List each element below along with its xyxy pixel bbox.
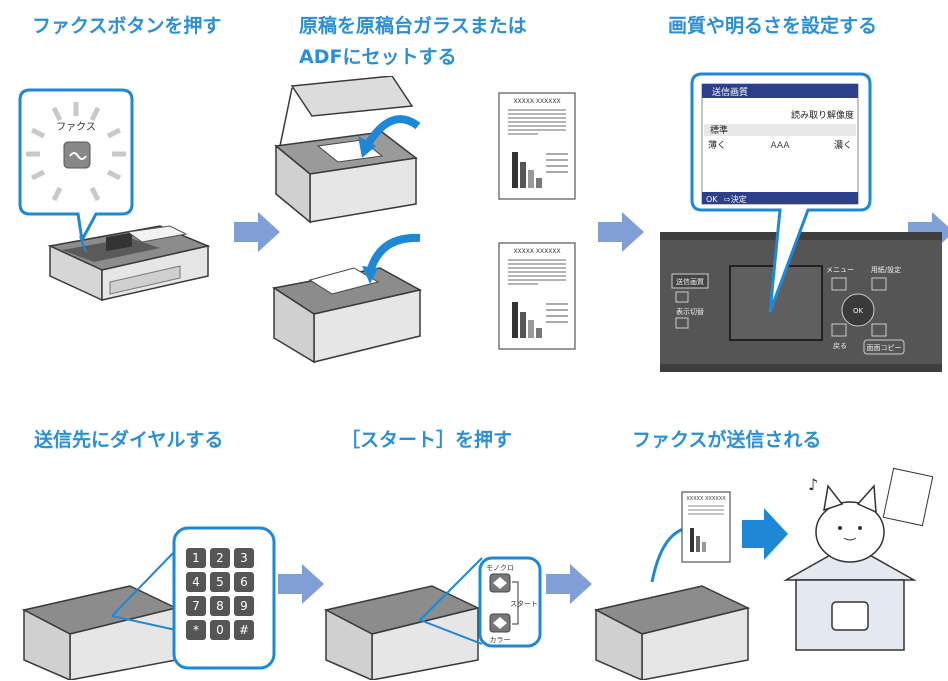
lcd-footer [702,192,858,204]
keypad-key[interactable]: 8 [210,596,230,616]
printer-icon [47,225,211,302]
lcd-dark-label: 濃く [834,139,852,151]
fax-sent-illustration: XXXXX XXXXXX ♪ [593,467,934,680]
keypad-key[interactable]: 2 [210,548,230,568]
flow-arrow-icon [278,564,324,604]
step2-title-line1: 原稿を原稿台ガラスまたは [299,15,527,37]
lcd-header [702,84,858,98]
step5-title: ［スタート］を押す [341,429,513,451]
printer-start-illustration [323,557,483,680]
keypad-key[interactable]: * [186,620,206,640]
lcd-light-label: 薄く [708,139,726,151]
document-icon: XXXXX XXXXXX [498,242,576,350]
document-icon: XXXXX XXXXXX [498,92,576,200]
color-label: カラー [490,636,511,644]
start-label: スタート [510,599,538,608]
document-header: XXXXX XXXXXX [513,98,560,105]
flow-arrow-icon [546,564,592,604]
music-note-icon: ♪ [808,475,818,494]
mono-label: モノクロ [486,564,514,572]
lcd-callout: 送信画質 読み取り解像度 標準 薄く AAA 濃く OK ⇨決定 [690,72,872,313]
quality-button-label: 送信画質 [676,277,704,286]
keypad-key[interactable]: # [234,620,254,640]
document-header: XXXXX XXXXXX [686,496,726,502]
lcd-confirm-label: ⇨決定 [724,194,747,204]
flow-arrow-icon [598,212,644,252]
printer-fax-button-illustration: ファクス [18,88,211,302]
keypad-key[interactable]: 1 [186,548,206,568]
flow-arrow-icon [234,212,280,252]
paper-settings-label: 用紙/設定 [871,265,901,274]
step6-title: ファクスが送信される [632,429,822,451]
document-header: XXXXX XXXXXX [513,248,560,255]
fax-button-label: ファクス [56,121,96,133]
adf-illustration [272,233,423,364]
keypad-key[interactable]: 5 [210,572,230,592]
keypad-key[interactable]: 0 [210,620,230,640]
ok-button-label: OK [853,307,864,315]
send-arrow-icon [742,508,788,560]
step3-title: 画質や明るさを設定する [668,15,878,37]
start-button-callout: モノクロ スタート カラー [478,556,542,648]
lcd-title: 送信画質 [712,86,748,98]
keypad: 1 2 3 4 5 6 7 8 9 * 0 # [186,548,258,640]
back-label: 戻る [833,341,847,350]
step4-title: 送信先にダイヤルする [34,429,224,451]
keypad-key[interactable]: 4 [186,572,206,592]
keypad-key[interactable]: 7 [186,596,206,616]
lcd-scale: AAA [771,141,791,151]
menu-label: メニュー [826,266,854,274]
keypad-key[interactable]: 3 [234,548,254,568]
lcd-resolution-label: 読み取り解像度 [791,109,854,121]
keypad-key[interactable]: 6 [234,572,254,592]
step1-title: ファクスボタンを押す [32,15,222,37]
lcd-resolution-value: 標準 [710,124,728,136]
step2-title-line2: ADFにセットする [299,46,457,68]
lcd-ok-label: OK [706,195,718,204]
received-document-icon [882,467,934,527]
cat-icon [815,484,885,563]
operation-panel: 送信画質 表示切替 メニュー 用紙/設定 OK 戻る 面面コピー [660,232,942,372]
scanner-glass-illustration [274,76,421,224]
keypad-key[interactable]: 9 [234,596,254,616]
copy-button-label: 面面コピー [867,344,902,352]
display-switch-label: 表示切替 [676,307,704,316]
